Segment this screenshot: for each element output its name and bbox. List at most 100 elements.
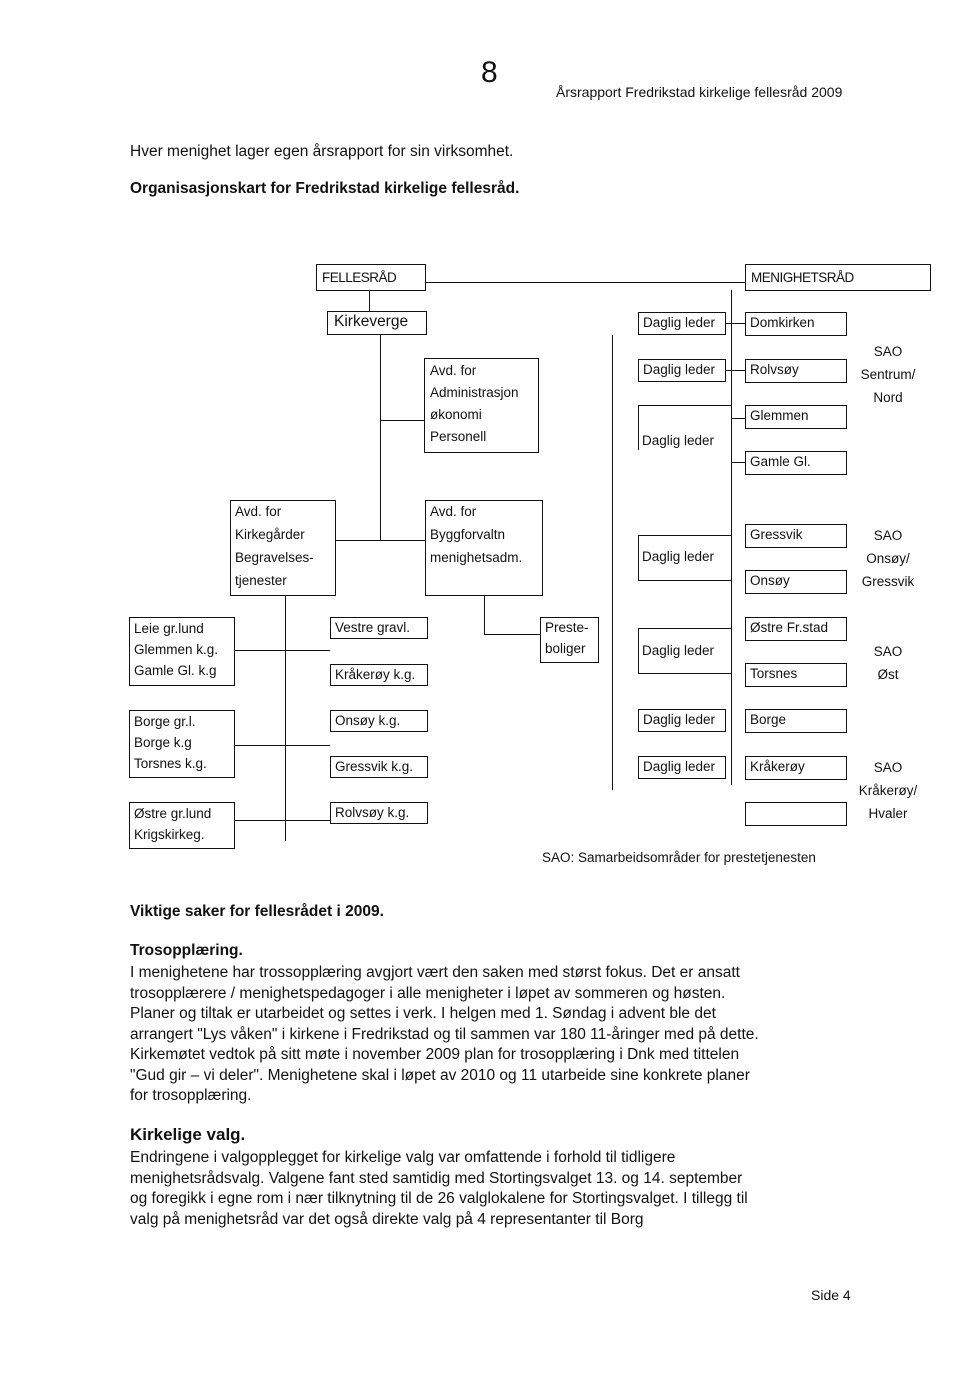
borge-box: Borge xyxy=(745,709,847,733)
gravlund-2-line-3: Torsnes k.g. xyxy=(134,756,207,771)
kirkelige-valg-line-1: Endringene i valgopplegget for kirkelige… xyxy=(130,1149,676,1166)
connector-gravlund-3 xyxy=(235,820,330,822)
kirkelige-valg-line-3: og foregikk i egne rom i nær tilknytning… xyxy=(130,1190,748,1207)
connector-bygg-trunk xyxy=(484,596,486,634)
menighetsrad-label: MENIGHETSRÅD xyxy=(751,270,854,285)
prestebolig-line-1: Preste- xyxy=(545,620,589,635)
fellesrad-box: FELLESRÅD xyxy=(316,264,426,291)
avd-admin-line-4: Personell xyxy=(430,429,487,444)
prestebolig-box: Preste- boliger xyxy=(540,617,599,663)
trosopplaering-line-1: I menighetene har trossopplæring avgjort… xyxy=(130,964,740,981)
trosopplaering-line-4: arrangert "Lys våken" i kirkene i Fredri… xyxy=(130,1025,759,1043)
torsnes-label: Torsnes xyxy=(750,666,798,681)
daglig-leder-box-2: Daglig leder xyxy=(638,359,726,382)
rolvsoy-kg-label: Rolvsøy k.g. xyxy=(335,805,410,820)
prestebolig-line-2: boliger xyxy=(545,641,586,656)
sao-sentrum-nord: SAO Sentrum/ Nord xyxy=(858,340,918,409)
avd-admin-box: Avd. for Administrasjon økonomi Personel… xyxy=(424,358,539,453)
rolvsoy-box: Rolvsøy xyxy=(745,359,847,383)
avd-bygg-line-1: Avd. for xyxy=(430,504,477,519)
daglig-leder-label-4: Daglig leder xyxy=(642,549,715,564)
kirkelige-valg-text: Endringene i valgopplegget for kirkelige… xyxy=(130,1148,850,1230)
gressvik-kg-box: Gressvik k.g. xyxy=(330,756,428,778)
connector-kirkeverge-trunk xyxy=(380,334,382,540)
glemmen-box: Glemmen xyxy=(745,405,847,429)
report-title: Årsrapport Fredrikstad kirkelige fellesr… xyxy=(556,84,843,100)
gravlund-group-2: Borge gr.l. Borge k.g Torsnes k.g. xyxy=(129,710,235,778)
avd-kirkegarder-line-4: tjenester xyxy=(235,573,287,588)
onsoy-kg-box: Onsøy k.g. xyxy=(330,710,428,732)
sao-4-line-3: Hvaler xyxy=(868,806,908,821)
avd-kirkegarder-box: Avd. for Kirkegårder Begravelses- tjenes… xyxy=(230,500,336,596)
daglig-leder-box-7: Daglig leder xyxy=(638,756,726,779)
connector-bygg-prestebolig xyxy=(484,634,540,636)
kirkelige-valg-line-4: valg på menighetsråd var det også direkt… xyxy=(130,1210,644,1228)
trosopplaering-line-6: "Gud gir – vi deler". Menighetene skal i… xyxy=(130,1066,750,1084)
sao-4-line-2: Kråkerøy/ xyxy=(858,783,918,798)
sao-2-line-3: Gressvik xyxy=(861,574,915,589)
connector-daglig-4-bracket xyxy=(638,535,640,580)
daglig-leder-label-1: Daglig leder xyxy=(643,315,716,330)
sao-3-line-2: Øst xyxy=(877,667,899,682)
connector-top xyxy=(425,282,745,284)
connector-daglig-5-bottom xyxy=(638,673,731,675)
intro-text: Hver menighet lager egen årsrapport for … xyxy=(130,143,514,160)
sao-1-line-1: SAO xyxy=(873,344,903,359)
sao-3-line-1: SAO xyxy=(873,644,903,659)
gamle-gl-label: Gamle Gl. xyxy=(750,454,811,469)
gravlund-3-line-2: Krigskirkeg. xyxy=(134,827,205,842)
kraakeroy-label: Kråkerøy xyxy=(750,759,805,774)
trosopplaering-line-7: for trosopplæring. xyxy=(130,1087,252,1104)
gravlund-group-1: Leie gr.lund Glemmen k.g. Gamle Gl. k.g xyxy=(129,617,235,686)
rolvsoy-kg-box: Rolvsøy k.g. xyxy=(330,802,428,824)
connector-gravlund-1 xyxy=(235,650,330,652)
page-footer-label: Side 4 xyxy=(811,1287,851,1303)
page-number: 8 xyxy=(481,56,498,89)
sao-onsoy-gressvik: SAO Onsøy/ Gressvik xyxy=(853,524,923,593)
kirkeverge-box: Kirkeverge xyxy=(327,311,427,335)
torsnes-box: Torsnes xyxy=(745,663,847,687)
avd-bygg-line-3: menighetsadm. xyxy=(430,550,523,565)
kraakeroy-kg-label: Kråkerøy k.g. xyxy=(335,667,416,682)
ostre-frstad-label: Østre Fr.stad xyxy=(750,620,829,635)
connector-daglig-3-gamlegl xyxy=(731,462,745,464)
gressvik-box: Gressvik xyxy=(745,524,847,548)
daglig-leder-label-7: Daglig leder xyxy=(643,759,716,774)
kraakeroy-box: Kråkerøy xyxy=(745,756,847,780)
sao-kraakeroy-hvaler: SAO Kråkerøy/ Hvaler xyxy=(850,756,926,825)
sao-ost: SAO Øst xyxy=(858,640,918,686)
menighetsrad-box: MENIGHETSRÅD xyxy=(745,264,931,291)
avd-kirkegarder-line-2: Kirkegårder xyxy=(235,527,305,542)
gamle-gl-box: Gamle Gl. xyxy=(745,451,847,475)
connector-daglig-5-bracket xyxy=(638,628,640,673)
avd-admin-line-1: Avd. for xyxy=(430,363,477,378)
sao-4-line-1: SAO xyxy=(873,760,903,775)
connector-kirkeverge-admin xyxy=(380,420,424,422)
gressvik-label: Gressvik xyxy=(750,527,803,542)
domkirken-label: Domkirken xyxy=(750,315,815,330)
gravlund-2-line-1: Borge gr.l. xyxy=(134,714,196,729)
connector-daglig-3-top xyxy=(638,405,731,407)
sao-1-line-2: Sentrum/ xyxy=(860,367,916,382)
kraakeroy-kg-box: Kråkerøy k.g. xyxy=(330,664,428,686)
sao-legend: SAO: Samarbeidsområder for prestetjenest… xyxy=(542,850,816,865)
trosopplaering-line-2: trosopplærere / menighetspedagoger i all… xyxy=(130,984,726,1002)
avd-kirkegarder-line-3: Begravelses- xyxy=(235,550,314,565)
daglig-leder-box-1: Daglig leder xyxy=(638,312,726,335)
trosopplaering-title: Trosopplæring. xyxy=(130,942,243,959)
kirkelige-valg-line-2: menighetsrådsvalg. Valgene fant sted sam… xyxy=(130,1169,743,1187)
kirkelige-valg-title: Kirkelige valg. xyxy=(130,1125,246,1144)
sao-2-line-2: Onsøy/ xyxy=(866,551,910,566)
vestre-gravl-label: Vestre gravl. xyxy=(335,620,411,635)
connector-daglig-4-bottom xyxy=(638,580,731,582)
connector-daglig-2 xyxy=(725,370,745,372)
avd-bygg-line-2: Byggforvaltn xyxy=(430,527,506,542)
fellesrad-label: FELLESRÅD xyxy=(322,270,397,285)
daglig-leder-box-6: Daglig leder xyxy=(638,709,726,732)
onsoy-kg-label: Onsøy k.g. xyxy=(335,713,401,728)
trosopplaering-text: I menighetene har trossopplæring avgjort… xyxy=(130,963,850,1107)
ostre-frstad-box: Østre Fr.stad xyxy=(745,617,847,641)
empty-parish-box xyxy=(745,802,847,826)
avd-bygg-box: Avd. for Byggforvaltn menighetsadm. xyxy=(425,500,543,596)
connector-gravlund-2 xyxy=(235,745,330,747)
